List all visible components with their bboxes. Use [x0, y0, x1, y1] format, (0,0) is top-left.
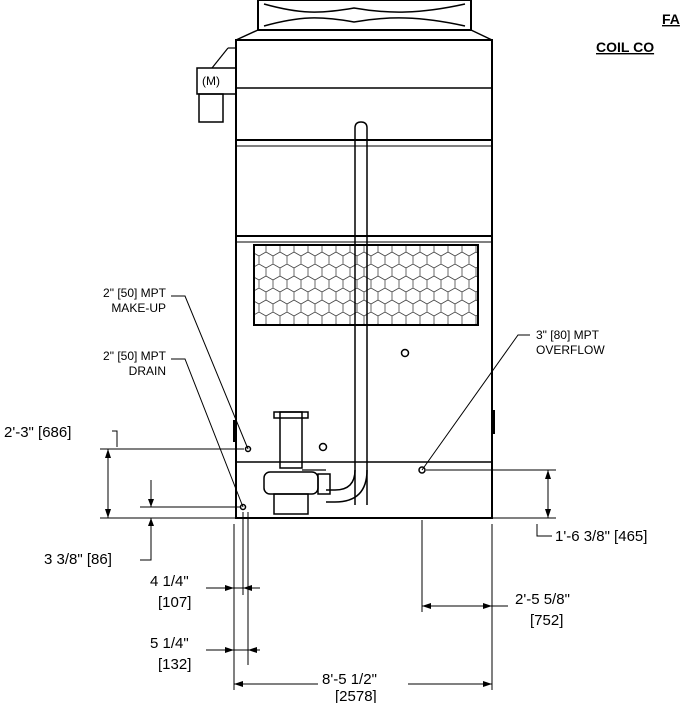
- makeup-offset-line2: [107]: [158, 594, 191, 611]
- title-line-1: FA: [662, 11, 680, 27]
- overflow-label-line1: 3" [80] MPT: [536, 328, 600, 342]
- makeup-height-label: 2'-3" [686]: [4, 424, 71, 441]
- dim-makeup-offset: 4 1/4" [107]: [150, 573, 260, 611]
- overall-width-line1: 8'-5 1/2": [322, 671, 377, 688]
- connection-labels: 2" [50] MPT MAKE-UP 2" [50] MPT DRAIN 3"…: [103, 286, 605, 378]
- dim-makeup-height: 2'-3" [686]: [4, 424, 244, 519]
- drain-offset-line1: 5 1/4": [150, 635, 189, 652]
- drain-offset-line2: [132]: [158, 656, 191, 673]
- extension-lines: [233, 512, 493, 690]
- drawing-title: FA COIL CO: [596, 11, 680, 55]
- motor-label: (M): [202, 74, 220, 88]
- makeup-connection-point: [244, 445, 252, 453]
- makeup-offset-line1: 4 1/4": [150, 573, 189, 590]
- dim-overall-width: 8'-5 1/2" [2578]: [234, 671, 492, 703]
- overall-width-line2: [2578]: [335, 688, 377, 703]
- right-door-hinge: [491, 410, 495, 434]
- drain-connection-point: [239, 503, 247, 511]
- leader-lines: [171, 295, 530, 508]
- title-line-2: COIL CO: [596, 39, 654, 55]
- tower-casing: [233, 39, 495, 519]
- overflow-label-line2: OVERFLOW: [536, 343, 605, 357]
- air-inlet-panel: [253, 244, 479, 326]
- dim-drain-offset: 5 1/4" [132]: [150, 635, 260, 673]
- access-port-upper: [400, 348, 410, 358]
- overflow-height-label: 1'-6 3/8" [465]: [555, 528, 647, 545]
- overflow-connection-point: [418, 466, 426, 474]
- left-door-hinge: [233, 420, 237, 442]
- fan-motor: (M): [196, 47, 237, 123]
- drain-height-label: 3 3/8" [86]: [44, 551, 112, 568]
- overflow-offset-line1: 2'-5 5/8": [515, 591, 570, 608]
- makeup-label-line1: 2" [50] MPT: [103, 286, 167, 300]
- overflow-offset-line2: [752]: [530, 612, 563, 629]
- dim-drain-height: 3 3/8" [86]: [44, 480, 240, 568]
- dim-overflow-height: 1'-6 3/8" [465]: [426, 469, 647, 545]
- access-port-lower: [318, 442, 328, 452]
- makeup-label-line2: MAKE-UP: [111, 301, 166, 315]
- riser-pipe: [326, 121, 368, 505]
- fan-guard: [235, 0, 493, 41]
- casing-ports: [239, 348, 426, 511]
- drain-label-line1: 2" [50] MPT: [103, 349, 167, 363]
- dim-overflow-offset: 2'-5 5/8" [752]: [422, 591, 570, 629]
- spray-pump: [263, 411, 331, 515]
- drain-label-line2: DRAIN: [129, 364, 166, 378]
